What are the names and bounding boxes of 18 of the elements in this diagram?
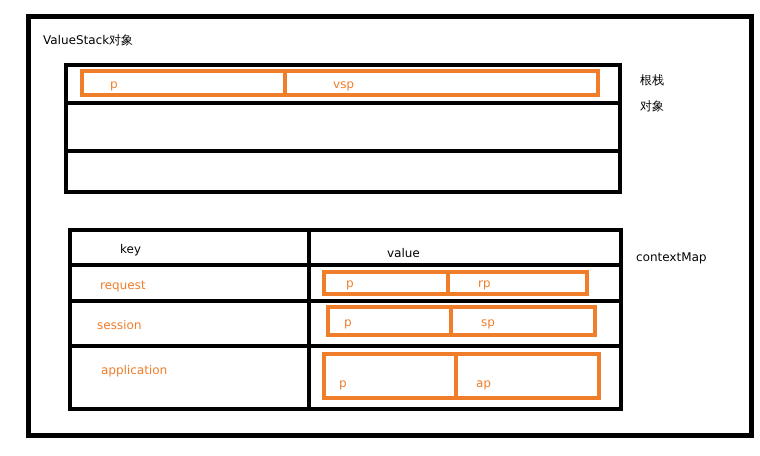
side-label: contextMap xyxy=(636,249,708,266)
cell-text: p xyxy=(346,277,354,290)
side-label: 根栈对象 xyxy=(640,72,665,115)
cell-text: request xyxy=(100,279,146,292)
cell-text: application xyxy=(101,364,168,378)
cell-text: session xyxy=(97,319,142,332)
cell-text: p xyxy=(344,316,352,330)
cell-text: ap xyxy=(476,377,491,390)
cell-text: vsp xyxy=(333,78,354,92)
cell-text: sp xyxy=(481,316,495,330)
title-text: ValueStack对象 xyxy=(43,34,134,48)
cell-text: value xyxy=(387,247,420,260)
cell-text: p xyxy=(110,78,118,92)
stack-box xyxy=(64,63,622,194)
cell-text: p xyxy=(339,377,347,390)
cell-text: rp xyxy=(478,277,491,290)
valuestack-frame xyxy=(26,14,754,438)
cell-text: key xyxy=(120,243,142,256)
